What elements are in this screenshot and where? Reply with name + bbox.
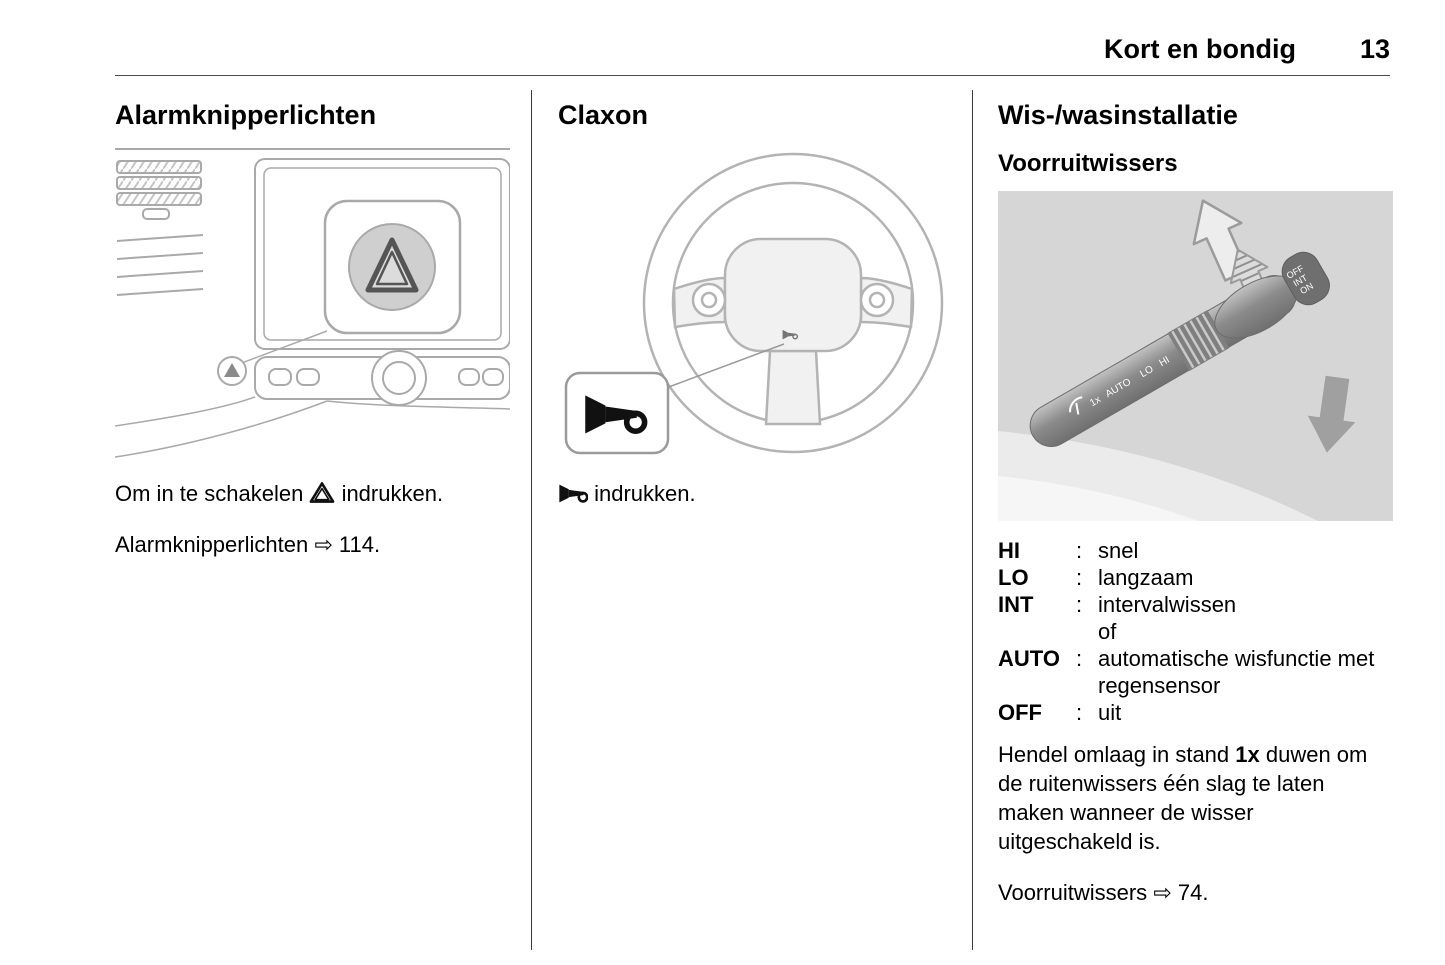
reference-arrow-icon: ⇨ (1153, 880, 1172, 906)
stalk-label-1x: 1x (1088, 394, 1103, 409)
mode-term: OFF (998, 699, 1042, 725)
content-columns: Alarmknipperlichten (115, 89, 1393, 950)
hazard-reference: Alarmknipperlichten ⇨ 114. (115, 530, 510, 560)
hazard-reference-page: 114. (338, 531, 381, 557)
right-thumb-control (859, 282, 895, 317)
wiper-reference-label: Voorruitwissers (998, 879, 1148, 905)
wheel-outer-rim (642, 152, 944, 453)
stalk-end-cap (1281, 251, 1330, 305)
hazard-heading: Alarmknipperlichten (115, 99, 377, 130)
wiper-paragraph: Hendel omlaag in stand 1x duwen om de ru… (998, 740, 1390, 856)
mode-term: AUTO (998, 645, 1060, 671)
wiper-reference: Voorruitwissers ⇨ 74. (998, 878, 1390, 908)
wiper-heading: Wis-/wasinstallatie (998, 99, 1238, 130)
dashboard-contours (115, 396, 510, 458)
table-row: INT : intervalwissen (998, 591, 1390, 618)
wiper-paragraph-bold: 1x (1235, 741, 1260, 767)
table-row: HI : snel (998, 537, 1390, 564)
mode-colon: : (1076, 591, 1083, 617)
horn-heading: Claxon (558, 99, 649, 130)
table-row: of (998, 618, 1390, 645)
horn-instruction: indrukken. (558, 479, 951, 508)
mode-colon: : (1076, 564, 1083, 590)
infotainment-screen (254, 157, 510, 350)
wiper-stalk: 1x AUTO LO HI OFF INT (1029, 251, 1330, 447)
mode-term (998, 618, 1076, 645)
mode-definition: automatische wisfunctie met regensensor (1098, 645, 1375, 698)
mode-definition: snel (1098, 537, 1139, 563)
mode-definition: intervalwissen (1098, 591, 1237, 617)
wiper-paragraph-post: duwen om de ruitenwissers één slag te la… (998, 741, 1368, 854)
mode-colon (1076, 618, 1098, 645)
wiper-mode-table: HI : snel LO : langzaam INT : intervalwi… (998, 537, 1390, 726)
wiper-reference-page: 74. (1177, 879, 1209, 905)
wiper-section: Wis-/wasinstallatie Voorruitwissers (972, 89, 1393, 950)
mode-colon: : (1076, 699, 1083, 725)
collar-ribs (1171, 312, 1225, 369)
mode-colon: : (1076, 645, 1083, 671)
down-arrow-icon (1307, 375, 1356, 453)
hazard-instruction: Om in te schakelen indrukken. (115, 479, 510, 508)
steering-wheel-figure (564, 152, 944, 454)
hazard-warning-icon (310, 481, 335, 503)
header-rule (115, 74, 1390, 76)
control-strip (254, 349, 510, 406)
page-title: Kort en bondig (1103, 34, 1296, 64)
housing-highlight (998, 475, 1198, 521)
mode-term: INT (998, 591, 1034, 617)
mode-term: LO (998, 564, 1029, 590)
mode-term: HI (998, 537, 1020, 563)
volume-knob (371, 349, 427, 406)
page-number: 13 (1359, 34, 1390, 64)
wiper-subheading: Voorruitwissers (998, 149, 1178, 177)
hazard-warning-icon (365, 237, 419, 293)
hazard-dashboard-figure (115, 147, 510, 458)
mode-definition: of (1098, 618, 1117, 644)
left-thumb-control (691, 282, 727, 317)
callout-leader-line (665, 343, 785, 389)
air-vent (116, 159, 204, 296)
stalk-label-hi: HI (1157, 354, 1171, 369)
horn-instruction-post: indrukken. (594, 480, 696, 506)
hazard-instruction-post: indrukken. (341, 480, 444, 506)
wiper-stalk-figure: 1x AUTO LO HI OFF INT (998, 190, 1393, 521)
table-row: OFF : uit (998, 699, 1390, 726)
hazard-instruction-pre: Om in te schakelen (115, 480, 304, 506)
wiper-icon (1069, 395, 1083, 415)
mode-colon: : (1076, 537, 1083, 563)
mode-definition: uit (1098, 699, 1122, 725)
bottom-spoke (764, 349, 822, 425)
hazard-button-triangle-icon (224, 362, 240, 377)
horn-section: Claxon (531, 89, 972, 950)
horn-callout (564, 371, 670, 454)
stalk-collar (1167, 309, 1230, 371)
page-header: Kort en bondig 13 (115, 0, 1390, 68)
table-row: AUTO : automatische wisfunctie met regen… (998, 645, 1390, 699)
hazard-button (217, 355, 247, 386)
callout-leader-line (238, 330, 328, 365)
reference-arrow-icon: ⇨ (314, 532, 333, 558)
mode-definition: langzaam (1098, 564, 1194, 590)
horn-icon (558, 482, 589, 504)
hazard-button-magnifier (323, 199, 462, 334)
hazard-section: Alarmknipperlichten (115, 90, 531, 950)
wiper-paragraph-pre: Hendel omlaag in stand (998, 741, 1236, 767)
hazard-reference-label: Alarmknipperlichten (115, 531, 309, 557)
table-row: LO : langzaam (998, 564, 1390, 591)
